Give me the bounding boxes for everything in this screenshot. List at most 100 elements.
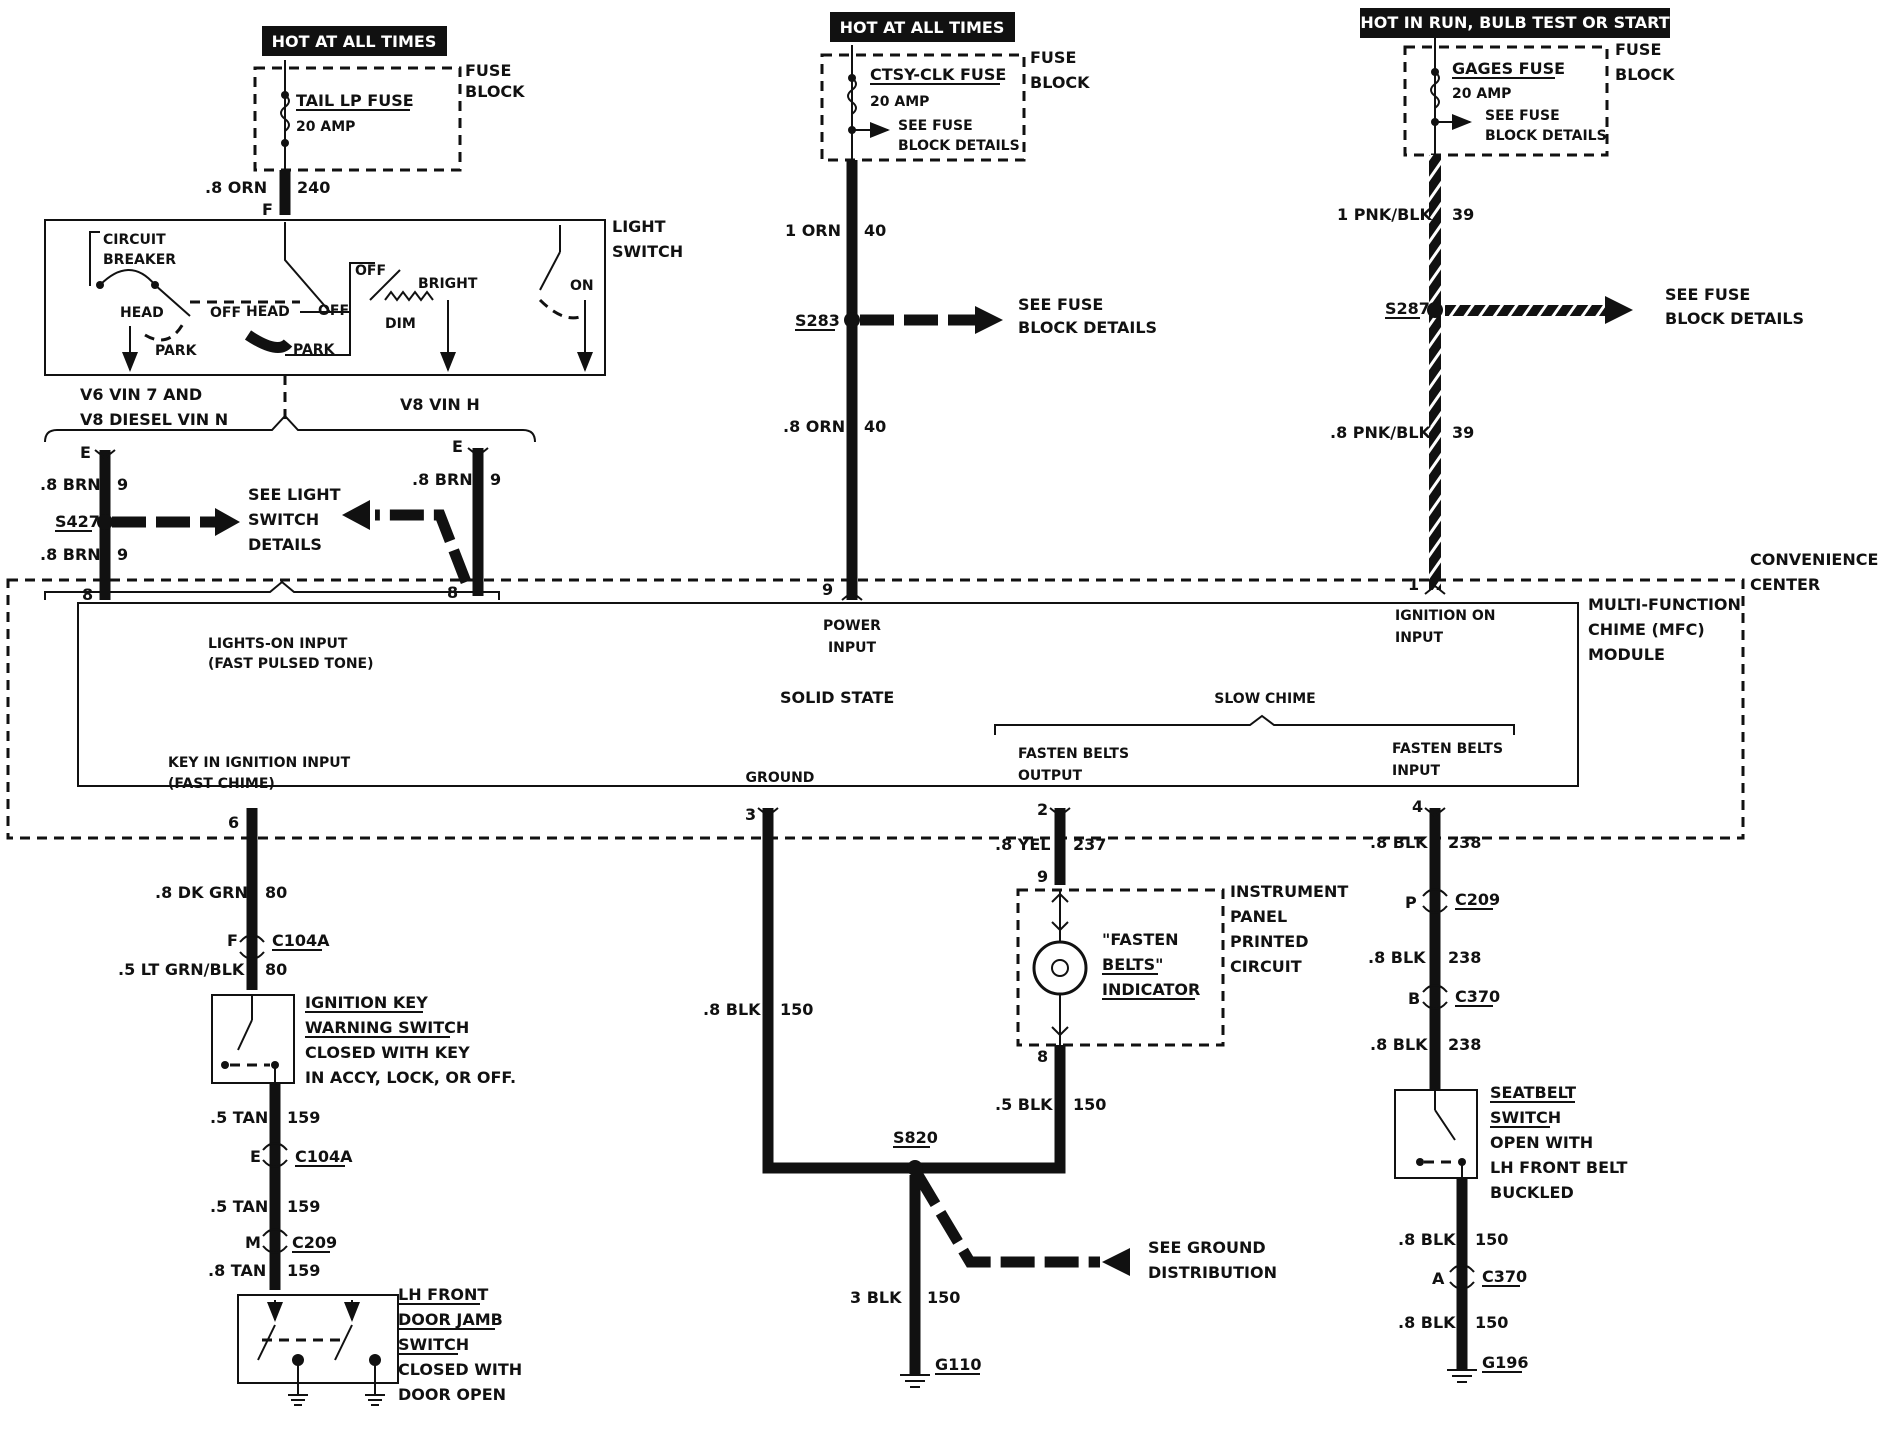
wires-w-brn-left-a-pin-label: E (80, 443, 91, 462)
light-switch-v8d-label: V8 DIESEL VIN N (80, 410, 228, 429)
components-ipc1-label: INSTRUMENT (1230, 882, 1348, 901)
light-switch-cb2-label: BREAKER (103, 252, 176, 268)
references-light-details1-label: SEE LIGHT (248, 485, 341, 504)
ground-g196-icon (1447, 1369, 1477, 1383)
wires-w-brn-right-gauge-label: .8 BRN (412, 470, 473, 489)
wires-w-brn-left-b-circuit-label: 9 (117, 545, 128, 564)
wires-w-orn-240-circuit-label: 240 (297, 178, 330, 197)
bulb-icon (1032, 940, 1088, 996)
wires-w-orn-240-pin-label: F (262, 200, 273, 219)
module-conv1-label: CONVENIENCE (1750, 550, 1878, 569)
light-switch-head-label: HEAD (120, 305, 164, 321)
tail-fuse-rating: 20 AMP (296, 119, 355, 135)
wires-w-brn-left-a-circuit-label: 9 (117, 475, 128, 494)
wires-w-pnk-39b-pin-label: 1 (1408, 575, 1419, 594)
components-door4-label: CLOSED WITH (398, 1360, 522, 1379)
components-ipc3-label: PRINTED (1230, 932, 1309, 951)
module-conv2-label: CENTER (1750, 575, 1820, 594)
banner-tail: HOT AT ALL TIMES (262, 26, 447, 56)
wires-w-brn-left-b-pin-label: 8 (82, 585, 93, 604)
light-switch-title2-label: SWITCH (612, 242, 683, 261)
components-ign-key1-label: IGNITION KEY (305, 993, 428, 1012)
references-light-details3-label: DETAILS (248, 535, 322, 554)
light-switch-bright-label: BRIGHT (418, 276, 478, 292)
connectors-c209-m-name-label: C209 (292, 1233, 337, 1252)
components-door2-label: DOOR JAMB (398, 1310, 503, 1329)
connectors-c370-b-name-label: C370 (1455, 987, 1500, 1006)
splice-s287: S287 (1385, 299, 1430, 318)
wire-39 (1429, 155, 1441, 590)
references-ground2-label: DISTRIBUTION (1148, 1263, 1277, 1282)
references-fuse-details4-label: BLOCK DETAILS (1665, 309, 1804, 328)
ignition-key-switch: IGNITION KEY WARNING SWITCH CLOSED WITH … (211, 993, 516, 1087)
wires-w-blk-150-g196-circuit-label: 150 (1475, 1313, 1508, 1332)
wires-w-brn-left-b-gauge-label: .8 BRN (40, 545, 101, 564)
fuses-gages-rating-label: 20 AMP (1452, 86, 1511, 102)
light-switch-v6-label: V6 VIN 7 AND (80, 385, 202, 404)
wires-w-pnk-39b-circuit-label: 39 (1452, 423, 1474, 442)
light-switch-park-label: PARK (155, 343, 198, 359)
banner-ctsy: HOT AT ALL TIMES (830, 12, 1015, 42)
wires-w-dkgrn-80-pin-label: 6 (228, 813, 239, 832)
fuses-ctsy-block1-label: FUSE (1030, 48, 1076, 67)
wires-w-blk-150-gnd-circuit-label: 150 (780, 1000, 813, 1019)
module-power1-label: POWER (823, 618, 881, 634)
wires-w-brn-right-circuit-label: 9 (490, 470, 501, 489)
fuses-gages-see1-label: SEE FUSE (1485, 108, 1560, 124)
fuses-ctsy-block2-label: BLOCK (1030, 73, 1090, 92)
module-fbi2-label: INPUT (1392, 763, 1441, 779)
wires-w-tan-159b-circuit-label: 159 (287, 1197, 320, 1216)
wires-w-blk-238c-circuit-label: 238 (1448, 1035, 1481, 1054)
components-sb4-label: LH FRONT BELT (1490, 1158, 1628, 1177)
wires-w-pnk-39b-gauge-label: .8 PNK/BLK (1330, 423, 1432, 442)
wires-w-blk-150-sb-circuit-label: 150 (1475, 1230, 1508, 1249)
wires-w-blk-150-ind-pin-label: 8 (1037, 1047, 1048, 1066)
module-power2-label: INPUT (828, 640, 877, 656)
light-switch-v8h-label: V8 VIN H (400, 395, 480, 414)
fuses-gages-see2-label: BLOCK DETAILS (1485, 128, 1607, 144)
wires-w-yel-237-circuit-label: 237 (1073, 835, 1106, 854)
module-solid-label: SOLID STATE (780, 688, 894, 707)
components-ipc2-label: PANEL (1230, 907, 1287, 926)
module-mfc1-label: MULTI-FUNCTION (1588, 595, 1741, 614)
wires-w-blk-150-g110-gauge-label: 3 BLK (850, 1288, 902, 1307)
wires-w-blk-150-g196-gauge-label: .8 BLK (1398, 1313, 1456, 1332)
module-ign2-label: INPUT (1395, 630, 1444, 646)
wires-w-blk-150-g110-circuit-label: 150 (927, 1288, 960, 1307)
components-ind1-label: "FASTEN (1102, 930, 1179, 949)
light-switch-head2-label: HEAD (246, 304, 290, 320)
wires-w-yel-237-pin2-label: 9 (1037, 867, 1048, 886)
connectors-c104a-e-name-label: C104A (295, 1147, 353, 1166)
light-switch-on-label: ON (570, 278, 594, 294)
seatbelt-switch: SEATBELT SWITCH OPEN WITH LH FRONT BELT … (1394, 1083, 1628, 1202)
grounds-g196-label: G196 (1482, 1353, 1529, 1372)
components-sb5-label: BUCKLED (1490, 1183, 1574, 1202)
wires-w-tan-159c-circuit-label: 159 (287, 1261, 320, 1280)
light-switch-dim-label: DIM (385, 316, 416, 332)
wires-w-yel-237-pin-label: 2 (1037, 800, 1048, 819)
wires-w-blk-238a-gauge-label: .8 BLK (1370, 833, 1428, 852)
module-fbo2-label: OUTPUT (1018, 768, 1082, 784)
banners-hot-ctsy-label: HOT AT ALL TIMES (840, 18, 1005, 37)
connectors-c370-b-pin-label: B (1408, 989, 1420, 1008)
wires-w-pnk-39a-circuit-label: 39 (1452, 205, 1474, 224)
components-ign-key2-label: WARNING SWITCH (305, 1018, 469, 1037)
gages-fuse-block: GAGES FUSE 20 AMP SEE FUSE BLOCK DETAILS… (1403, 38, 1675, 157)
tail-fuse-name: TAIL LP FUSE (296, 91, 414, 110)
fuses-gages-block1-label: FUSE (1615, 40, 1661, 59)
wires-w-orn-40a-circuit-label: 40 (864, 221, 886, 240)
components-ind2-label: BELTS" (1102, 955, 1163, 974)
wires-w-pnk-39a-gauge-label: 1 PNK/BLK (1337, 205, 1432, 224)
components-ign-key4-label: IN ACCY, LOCK, OR OFF. (305, 1068, 516, 1087)
wires-w-brn-right-pin-label: E (452, 437, 463, 456)
mfc-module (77, 602, 1579, 787)
fuses-ctsy-rating-label: 20 AMP (870, 94, 929, 110)
connectors-c104a-f-pin-label: F (227, 931, 238, 950)
fuses-tail-block1-label: FUSE (465, 61, 511, 80)
references-ground1-label: SEE GROUND (1148, 1238, 1266, 1257)
wires-w-dkgrn-80-circuit-label: 80 (265, 883, 287, 902)
components-ign-key3-label: CLOSED WITH KEY (305, 1043, 470, 1062)
module-keyin2-label: (FAST CHIME) (168, 776, 275, 792)
wires-w-ltgrn-80-circuit-label: 80 (265, 960, 287, 979)
components-ipc4-label: CIRCUIT (1230, 957, 1302, 976)
